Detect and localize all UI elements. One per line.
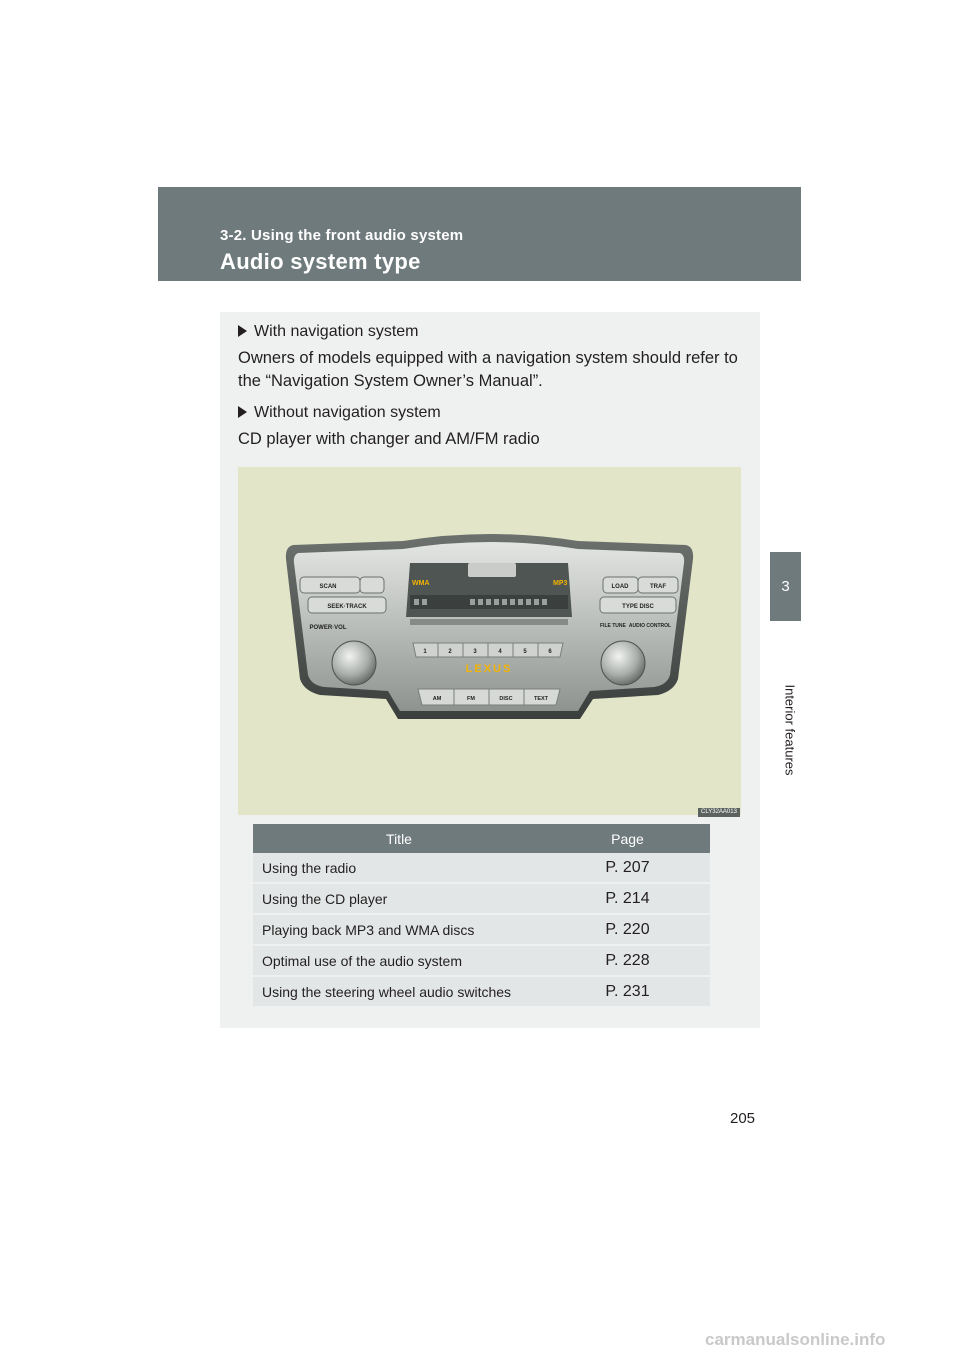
audio-control-label: AUDIO CONTROL — [629, 623, 671, 629]
preset-2-label: 2 — [448, 649, 452, 655]
page-title: Audio system type — [220, 249, 421, 274]
reference-table: Title Page Using the radio P. 207 Using … — [253, 824, 710, 1008]
triangle-bullet-icon — [238, 406, 247, 418]
table-row: Playing back MP3 and WMA discs P. 220 — [253, 914, 710, 946]
page-number: 205 — [730, 1110, 756, 1127]
disc-button-label: DISC — [499, 696, 512, 702]
power-vol-label: POWER·VOL — [310, 625, 347, 631]
seek-track-label: SEEK·TRACK — [327, 604, 367, 610]
row-title: Using the steering wheel audio switches — [253, 976, 545, 1008]
table-header-row: Title Page — [253, 824, 710, 853]
preset-5-label: 5 — [523, 649, 527, 655]
preset-6-label: 6 — [548, 649, 552, 655]
row-page: P. 231 — [545, 976, 710, 1008]
table-row: Using the CD player P. 214 — [253, 883, 710, 915]
wma-label: WMA — [412, 580, 430, 587]
scan-label: SCAN — [319, 584, 336, 590]
column-header-title: Title — [253, 824, 545, 853]
bullet-text: With navigation system — [254, 323, 419, 340]
watermark: carmanualsonline.info — [705, 1330, 886, 1349]
bullet-without-navigation: Without navigation system — [238, 404, 441, 422]
row-title: Playing back MP3 and WMA discs — [253, 914, 545, 946]
preset-1-label: 1 — [423, 649, 427, 655]
figure-id: CLY32AA013 — [698, 808, 740, 817]
row-page: P. 228 — [545, 945, 710, 977]
chapter-label: Interior features — [782, 684, 798, 776]
preset-3-label: 3 — [473, 649, 477, 655]
mp3-label: MP3 — [553, 580, 568, 587]
row-title: Optimal use of the audio system — [253, 945, 545, 977]
bullet-with-navigation: With navigation system — [238, 323, 419, 341]
chapter-tab: 3 — [770, 552, 801, 621]
load-label: LOAD — [612, 584, 630, 590]
row-page: P. 214 — [545, 883, 710, 915]
column-header-page: Page — [545, 824, 710, 853]
section-header: 3-2. Using the front audio system Audio … — [158, 187, 801, 281]
paragraph-navigation-note: Owners of models equipped with a navigat… — [238, 349, 738, 390]
row-page: P. 220 — [545, 914, 710, 946]
fm-button-label: FM — [467, 696, 475, 702]
type-disc-label: TYPE DISC — [622, 604, 654, 610]
audio-unit-drawing: SCAN SEEK·TRACK POWER·VOL WMA MP3 LOAD T… — [285, 534, 694, 719]
row-title: Using the CD player — [253, 883, 545, 915]
section-label: 3-2. Using the front audio system — [220, 227, 464, 244]
audio-unit-illustration: SCAN SEEK·TRACK POWER·VOL WMA MP3 LOAD T… — [238, 467, 741, 815]
file-tune-label: FILE TUNE — [600, 623, 626, 629]
brand-logo: LEXUS — [466, 663, 513, 675]
row-page: P. 207 — [545, 853, 710, 884]
am-button-label: AM — [433, 696, 442, 702]
table-row: Using the radio P. 207 — [253, 853, 710, 884]
traf-label: TRAF — [650, 584, 666, 590]
row-title: Using the radio — [253, 853, 545, 884]
preset-4-label: 4 — [498, 649, 502, 655]
content-box: With navigation system Owners of models … — [220, 312, 760, 1028]
paragraph-player-description: CD player with changer and AM/FM radio — [238, 430, 540, 448]
table-row: Optimal use of the audio system P. 228 — [253, 945, 710, 977]
table-row: Using the steering wheel audio switches … — [253, 976, 710, 1008]
text-button-label: TEXT — [534, 696, 549, 702]
triangle-bullet-icon — [238, 325, 247, 337]
bullet-text: Without navigation system — [254, 404, 441, 421]
